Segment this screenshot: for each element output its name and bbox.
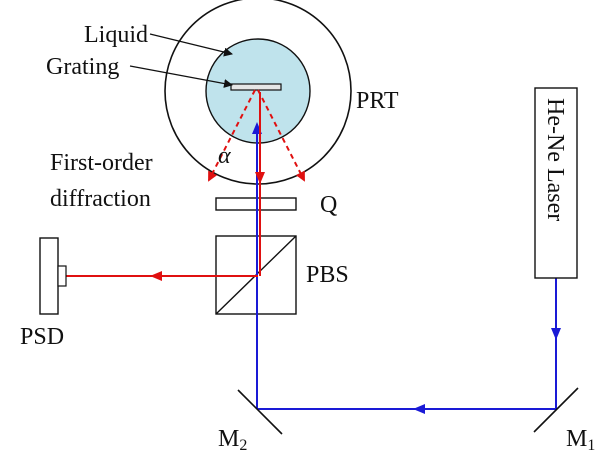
red-beam-arrowhead-down bbox=[255, 172, 265, 184]
prt-label: PRT bbox=[356, 88, 399, 114]
m1-label: M1 bbox=[566, 426, 595, 451]
diffraction-beam-right bbox=[257, 89, 305, 182]
mirror-m2 bbox=[237, 389, 283, 435]
pbs-label: PBS bbox=[306, 262, 349, 288]
liquid-leader-arrow bbox=[149, 33, 233, 57]
grating bbox=[230, 83, 282, 91]
laser-box bbox=[534, 87, 578, 279]
q-label: Q bbox=[320, 192, 337, 218]
liquid-label: Liquid bbox=[84, 22, 148, 48]
mirror-m1 bbox=[533, 387, 579, 433]
red-beam-arrowhead-left bbox=[150, 271, 162, 281]
blue-beam-arrowhead-down bbox=[551, 328, 561, 340]
m2-label: M2 bbox=[218, 426, 247, 451]
first-order-label-line2: diffraction bbox=[50, 186, 151, 212]
grating-leader-arrow bbox=[129, 65, 233, 88]
psd-label: PSD bbox=[20, 324, 64, 350]
grating-label: Grating bbox=[46, 54, 119, 80]
first-order-label-line1: First-order bbox=[50, 150, 153, 176]
laser-label: He-Ne Laser bbox=[542, 98, 568, 221]
blue-beam-arrowhead-left bbox=[413, 404, 425, 414]
psd-sensor bbox=[57, 265, 67, 287]
diffraction-beam-left bbox=[208, 89, 256, 182]
alpha-label: α bbox=[218, 143, 231, 169]
psd-body bbox=[39, 237, 59, 315]
